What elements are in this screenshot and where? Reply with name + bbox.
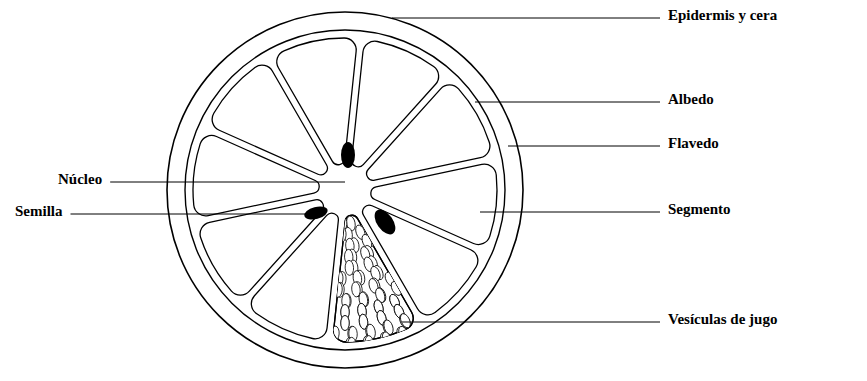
juice-vesicle bbox=[412, 317, 427, 334]
leader-line bbox=[475, 102, 660, 103]
seed-shape bbox=[370, 206, 399, 238]
juice-vesicle bbox=[373, 238, 388, 255]
juice-vesicle bbox=[397, 325, 410, 342]
juice-vesicle bbox=[341, 316, 349, 331]
juice-vesicle bbox=[414, 304, 429, 321]
seed-shape bbox=[303, 204, 329, 222]
juice-vesicle bbox=[390, 279, 404, 296]
vesicle-group bbox=[321, 210, 429, 352]
segment-group bbox=[193, 38, 497, 342]
leader-line bbox=[71, 214, 313, 215]
leader-line bbox=[480, 212, 660, 213]
part-label: Semilla bbox=[15, 202, 63, 220]
part-label: Vesículas de jugo bbox=[668, 310, 777, 328]
juice-vesicle bbox=[408, 294, 423, 311]
segment-shape bbox=[371, 164, 497, 244]
juice-vesicle bbox=[329, 259, 339, 275]
juice-vesicle bbox=[381, 331, 393, 348]
juice-vesicle bbox=[330, 326, 339, 342]
juice-vesicle bbox=[321, 314, 331, 330]
juice-vesicle bbox=[402, 285, 417, 302]
segment-shape bbox=[334, 215, 413, 342]
leader-line bbox=[508, 146, 660, 147]
juice-vesicle bbox=[364, 335, 375, 351]
juice-vesicle bbox=[337, 227, 346, 243]
leader-line bbox=[392, 18, 660, 19]
albedo-outline bbox=[185, 30, 505, 350]
part-label: Albedo bbox=[668, 90, 714, 108]
part-label: Flavedo bbox=[668, 134, 719, 152]
part-label: Segmento bbox=[668, 200, 731, 218]
leader-line bbox=[402, 322, 660, 323]
seed-shape bbox=[341, 142, 355, 168]
juice-vesicle bbox=[323, 303, 333, 319]
juice-vesicle bbox=[345, 260, 354, 275]
flavedo-outline bbox=[167, 12, 523, 368]
juice-vesicle bbox=[329, 337, 338, 353]
juice-vesicle bbox=[332, 237, 342, 253]
juice-vesicle bbox=[379, 248, 394, 265]
part-label: Epidermis y cera bbox=[668, 6, 777, 24]
juice-vesicle bbox=[411, 318, 425, 335]
juice-vesicle bbox=[333, 282, 342, 298]
seed-group bbox=[303, 142, 400, 238]
juice-vesicle bbox=[327, 337, 337, 353]
juice-vesicle bbox=[341, 316, 349, 331]
juice-vesicle bbox=[330, 248, 340, 264]
part-label: Núcleo bbox=[58, 170, 102, 188]
juice-vesicle bbox=[385, 257, 400, 274]
leader-group bbox=[71, 18, 661, 322]
segment-outline bbox=[334, 215, 413, 342]
juice-vesicle bbox=[329, 326, 339, 342]
leader-line bbox=[110, 182, 345, 183]
juice-vesicle bbox=[347, 337, 356, 352]
juice-vesicle bbox=[324, 292, 334, 308]
